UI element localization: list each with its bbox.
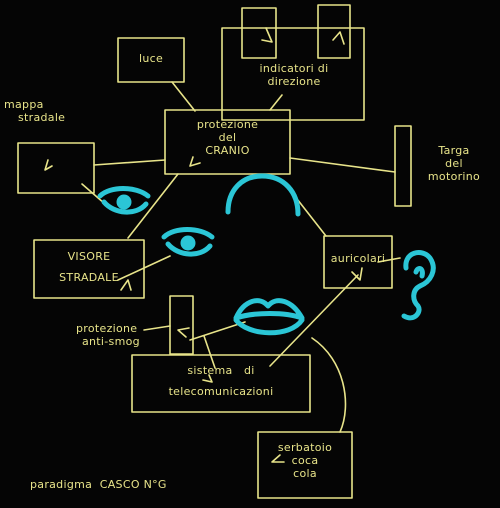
diagram-caption: paradigma CASCO N°G <box>30 478 167 491</box>
link-mappa-cranio <box>93 159 166 166</box>
node-indicatori-line2: direzione <box>267 75 321 88</box>
link-cranio-targa <box>289 157 396 173</box>
node-luce-label: luce <box>138 52 164 65</box>
link-antismog-telecom <box>203 335 216 369</box>
node-cranio-line3: CRANIO <box>205 144 250 157</box>
node-auricolari: auricolari <box>324 252 392 265</box>
node-telecom: sistema di telecomunicazioni <box>132 364 310 398</box>
box-auricolari <box>323 235 393 289</box>
link-cranio-indicatori <box>269 94 283 111</box>
node-antismog: protezione anti-smog <box>76 322 140 348</box>
arrow-cranio <box>189 156 201 167</box>
node-mappa: mappa stradale <box>4 98 65 124</box>
node-mappa-line1: mappa <box>4 98 44 111</box>
box-telecom <box>131 354 311 413</box>
node-serbatoio: serbatoio coca cola <box>258 441 352 480</box>
node-targa: Targa del motorino <box>412 144 496 183</box>
arrow-visore <box>120 279 132 291</box>
link-cranio-visore <box>127 173 179 239</box>
link-auricolari-telecom <box>269 274 359 367</box>
arrow-mappa <box>44 159 53 171</box>
box-indicatori <box>221 27 365 121</box>
box-luce <box>117 37 185 83</box>
node-serbatoio-line1: serbatoio <box>277 441 333 454</box>
arrow-indicatore-dx <box>332 31 345 45</box>
box-serbatoio <box>257 431 353 499</box>
arrow-indicatore-sx <box>261 27 273 43</box>
node-indicatori-line1: indicatori di <box>259 62 329 75</box>
link-ear-auricolari <box>377 257 401 263</box>
node-cranio-line2: del <box>218 131 237 144</box>
eye-icon <box>97 186 151 215</box>
ear-icon <box>401 250 436 321</box>
link-luce-cranio <box>171 81 196 112</box>
node-visore-line2: STRADALE <box>59 271 119 284</box>
ear-inner-icon <box>413 266 425 279</box>
node-cranio: protezione del CRANIO <box>165 118 290 157</box>
node-visore-line1: VISORE <box>67 250 111 263</box>
link-eye-visore <box>117 255 171 281</box>
box-visore <box>33 239 145 299</box>
node-mappa-line2: stradale <box>18 111 66 124</box>
node-serbatoio-line3: cola <box>293 467 317 480</box>
box-indicatore-sx <box>241 7 277 59</box>
node-targa-line2: del <box>445 157 463 170</box>
node-antismog-line2: anti-smog <box>82 335 140 348</box>
arrow-serbatoio <box>271 454 285 463</box>
arrow-telecom <box>202 374 213 383</box>
node-telecom-line1: sistema di <box>187 364 255 377</box>
box-antismog <box>169 295 194 355</box>
link-lips-serbatoio <box>311 337 347 433</box>
node-cranio-line1: protezione <box>196 118 259 131</box>
node-targa-line1: Targa <box>438 144 470 157</box>
node-serbatoio-line2: coca <box>291 454 319 467</box>
node-luce: luce <box>118 52 184 65</box>
eye-icon <box>161 227 215 257</box>
arrow-auricolari <box>351 267 363 281</box>
arrow-antismog <box>177 327 190 338</box>
box-cranio <box>164 109 291 175</box>
box-mappa <box>17 142 95 194</box>
lips-icon <box>233 298 305 336</box>
node-telecom-line2: telecomunicazioni <box>168 385 274 398</box>
node-targa-line3: motorino <box>427 170 481 183</box>
helmet-arc-icon <box>225 173 301 217</box>
link-lips-antismog <box>189 321 246 341</box>
node-antismog-line1: protezione <box>76 322 138 335</box>
node-auricolari-label: auricolari <box>330 252 386 265</box>
node-indicatori: indicatori di direzione <box>226 62 362 88</box>
node-visore: VISORE STRADALE <box>34 250 144 284</box>
link-antismog-label <box>143 325 171 331</box>
box-targa <box>394 125 412 207</box>
box-indicatore-dx <box>317 4 351 59</box>
